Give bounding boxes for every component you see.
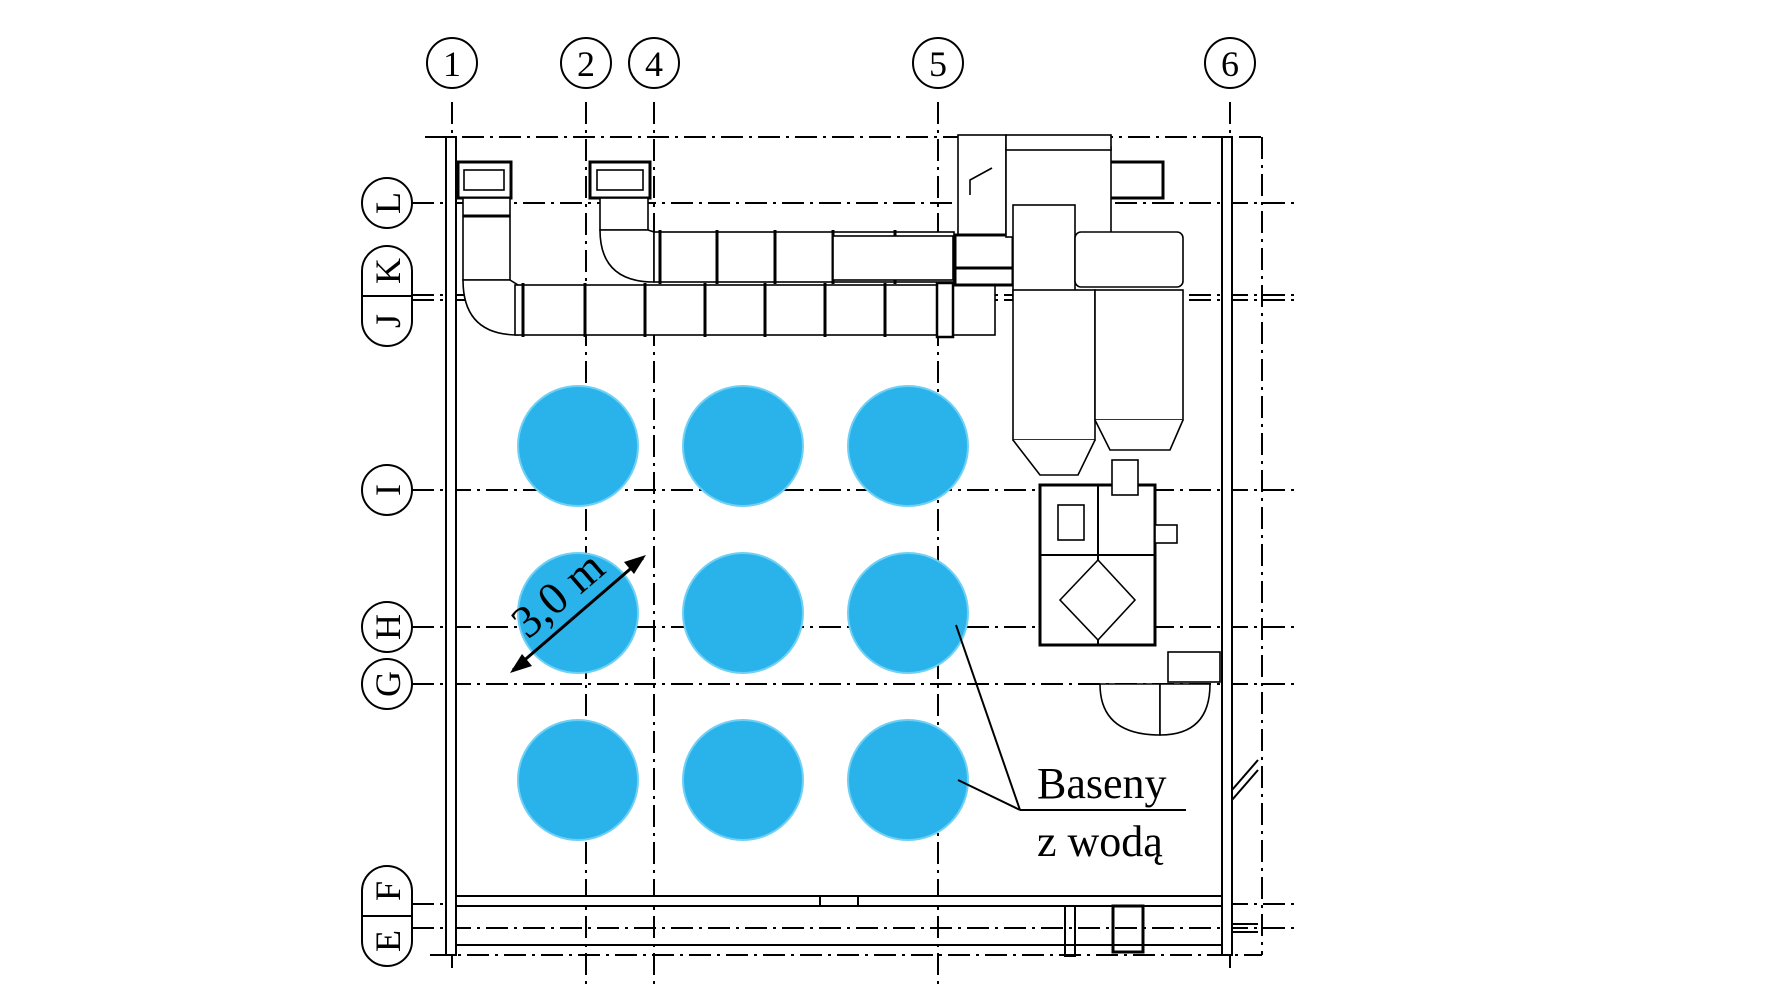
fan-housing-symbol <box>969 167 993 195</box>
column-bubble-5: 5 <box>912 37 964 89</box>
pool-2 <box>682 385 804 507</box>
leader-line-2 <box>957 779 1021 811</box>
filter-section <box>1012 204 1076 301</box>
duct-elbow-2 <box>599 229 655 283</box>
row-label-J: J <box>368 314 408 328</box>
column-bubble-1: 1 <box>426 37 478 89</box>
column-label-2: 2 <box>577 44 595 84</box>
row-label-F: F <box>368 881 408 901</box>
transition-cone-b <box>1094 419 1184 451</box>
vertical-duct-a <box>1012 289 1096 441</box>
ahu-motor-2 <box>1111 459 1139 496</box>
row-bubble-KJ: K J <box>361 245 413 347</box>
fan-section-box <box>953 233 1015 287</box>
pool-9 <box>847 719 969 841</box>
ahu-cross <box>1058 558 1137 642</box>
outlet-box <box>1167 651 1221 683</box>
pool-7 <box>517 719 639 841</box>
column-bubbles: 1 2 4 5 6 <box>426 37 1256 89</box>
dimension-arrow-end <box>624 555 646 574</box>
outlet-elbow-2 <box>1159 683 1211 736</box>
supply-header-top <box>1005 134 1112 151</box>
outlet-elbow-1 <box>1099 683 1161 736</box>
hatch-1 <box>1231 759 1259 791</box>
wall-right <box>1221 136 1233 956</box>
pool-1 <box>517 385 639 507</box>
transition-cone-a <box>1012 439 1096 476</box>
ahu-side <box>1154 524 1178 544</box>
wall-bottom <box>455 895 1223 907</box>
return-duct <box>1074 231 1184 288</box>
dimension-line <box>512 556 644 672</box>
row-bubble-FE: F E <box>361 865 413 967</box>
inlet-duct-2 <box>599 197 649 231</box>
row-label-K: K <box>368 258 408 284</box>
pools <box>517 385 969 841</box>
hatch-2 <box>1231 769 1259 801</box>
upper-duct-section <box>832 235 954 281</box>
inlet-duct-1 <box>462 197 511 281</box>
callout-line-2: z wodą <box>1037 817 1163 866</box>
pool-6 <box>847 552 969 674</box>
vertical-duct-b <box>1094 289 1184 421</box>
row-label-G: G <box>368 671 408 697</box>
inlet-box-2-inner <box>596 169 644 191</box>
row-label-E: E <box>368 930 408 952</box>
column-bubble-6: 6 <box>1204 37 1256 89</box>
wall-left <box>445 136 457 956</box>
leader-line-1 <box>955 624 1021 811</box>
bottom-unit <box>1111 904 1145 954</box>
dimension-arrow-start <box>510 654 532 673</box>
ductwork <box>456 134 1221 736</box>
row-label-H: H <box>368 614 408 640</box>
walls <box>445 136 1259 957</box>
pool-3 <box>847 385 969 507</box>
row-bubble-G: G <box>361 658 413 710</box>
callout: Baseny z wodą <box>955 624 1186 866</box>
column-label-4: 4 <box>645 44 663 84</box>
bottom-pier <box>1064 905 1076 957</box>
row-label-L: L <box>368 192 408 214</box>
row-label-I: I <box>368 484 408 496</box>
column-label-5: 5 <box>929 44 947 84</box>
column-label-6: 6 <box>1221 44 1239 84</box>
column-bubble-2: 2 <box>560 37 612 89</box>
row-bubble-H: H <box>361 601 413 653</box>
main-duct <box>514 284 996 336</box>
ahu-motor-1 <box>1057 504 1085 541</box>
supply-box-2 <box>1103 160 1165 200</box>
column-bubble-4: 4 <box>628 37 680 89</box>
callout-line-1: Baseny <box>1037 759 1167 808</box>
row-bubbles: L K J I H G F E <box>361 177 413 967</box>
pool-5 <box>682 552 804 674</box>
inlet-box-1-inner <box>463 169 505 191</box>
duct-elbow-1 <box>462 279 519 336</box>
fan-housing <box>957 134 1007 236</box>
column-label-1: 1 <box>443 44 461 84</box>
damper <box>935 281 955 339</box>
row-bubble-L: L <box>361 177 413 229</box>
pool-8 <box>682 719 804 841</box>
row-bubble-I: I <box>361 464 413 516</box>
